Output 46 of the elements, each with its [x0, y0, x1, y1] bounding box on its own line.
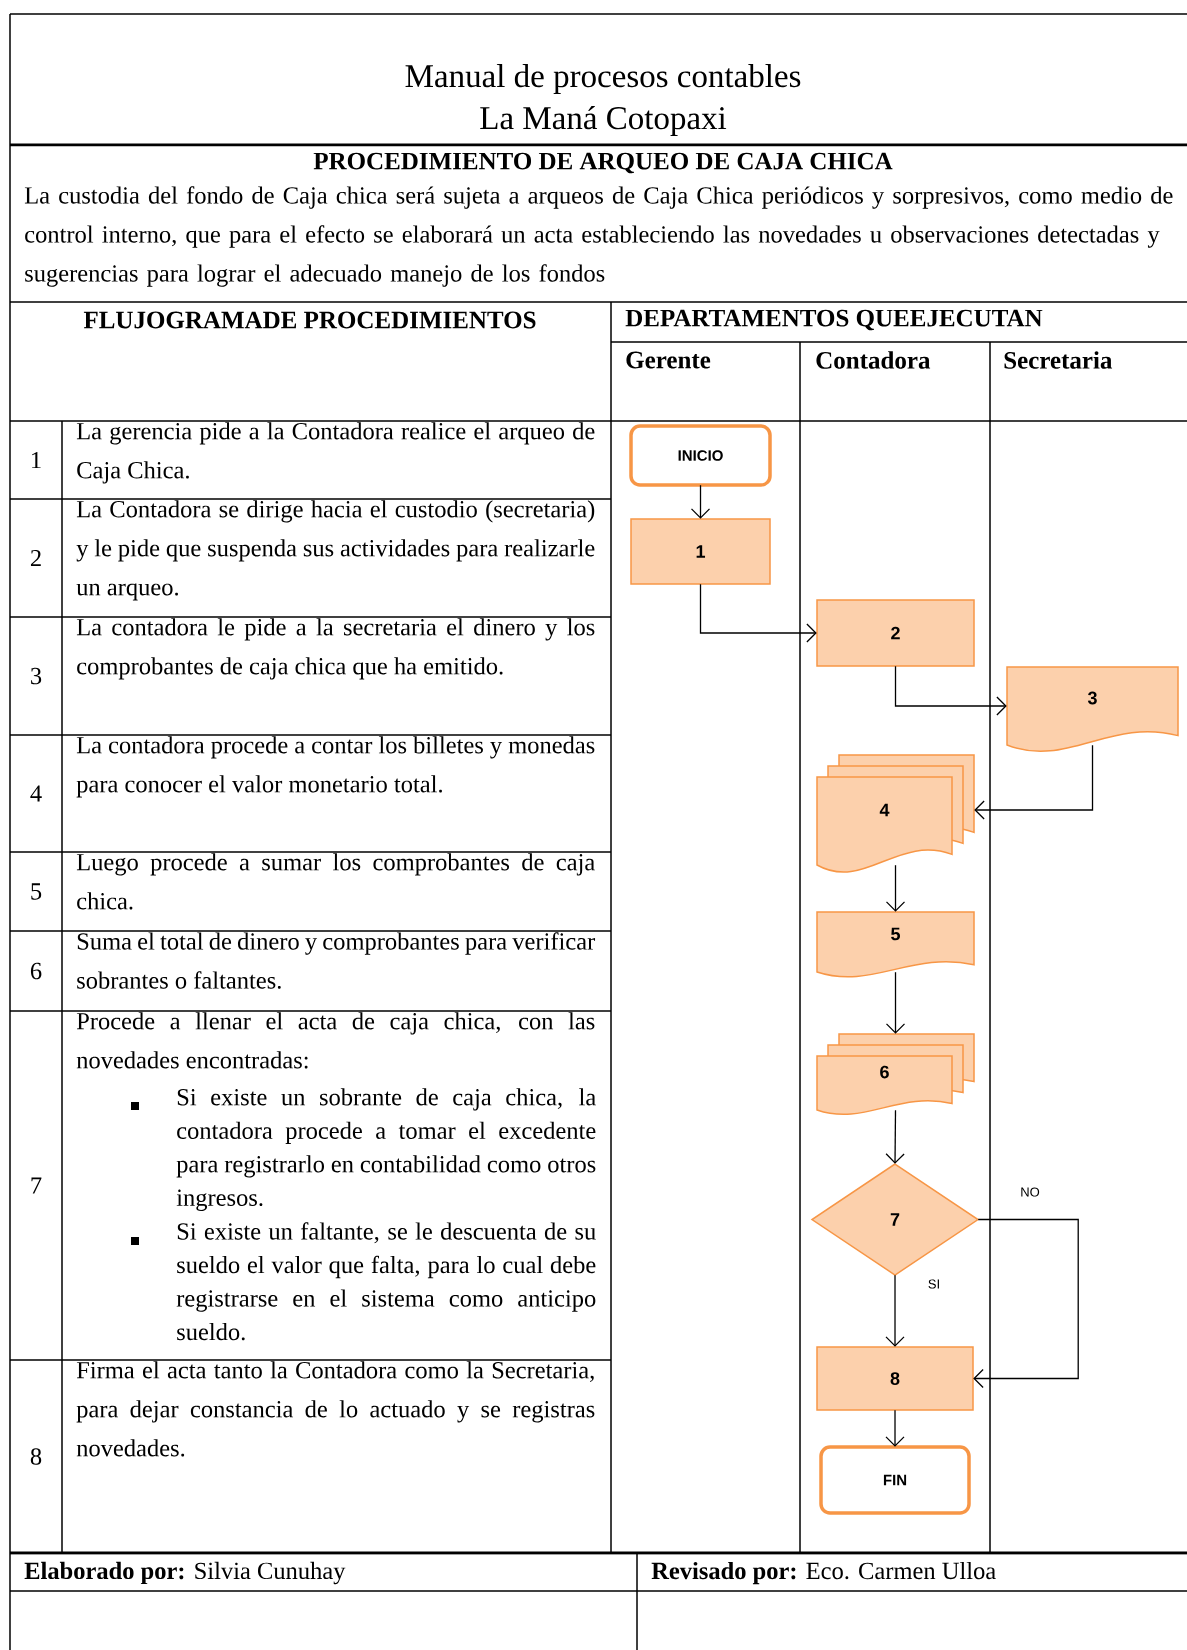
terminal-box: FIN [819, 1445, 971, 1515]
step-text: Procede a llenar el acta de caja chica, con las novedades encontradas: [76, 1012, 595, 1069]
footer-text: Revisado por: Eco. Carmen Ulloa [651, 1561, 996, 1585]
process-box: 1 [630, 518, 771, 585]
process-box: 2 [816, 599, 975, 667]
bullet-text: Si existe un sobrante de caja chica, la contadora procede a tomar el excedente para registrarlo en contabilidad como otros ingresos. [176, 1088, 596, 1211]
step-text: La Contadora se dirige hacia el custodio (secretaria) y le pide que suspenda sus actividades para realizarle un arqueo. [76, 500, 595, 601]
header-subtitle: La Maná Cotopaxi [480, 106, 727, 136]
bullet-text: Si existe un faltante, se le descuenta de su sueldo el valor que falta, para lo cual debe registrarse en el sistema como anticipo sueldo. [176, 1222, 596, 1341]
header-title: Manual de procesos contables [405, 64, 801, 94]
arrow [699, 583, 817, 643]
step-text: Luego procede a sumar los comprobantes de caja chica. [76, 853, 595, 910]
step-text: La contadora le pide a la secretaria el dinero y los comprobantes de caja chica que ha emitido. [76, 618, 595, 680]
arrow [973, 1218, 1079, 1389]
step-number: 2 [30, 549, 41, 567]
footer-text: Elaborado por: Silvia Cunuhay [24, 1561, 346, 1585]
lane-heading: Contadora [816, 351, 931, 369]
arrow [974, 744, 1094, 820]
arrow [885, 1109, 905, 1164]
edge-label: NO [1018, 1185, 1042, 1199]
step-text: La contadora procede a contar los billetes y monedas para conocer el valor monetario total. [76, 736, 595, 798]
column-heading: DEPARTAMENTOS QUEEJECUTAN [625, 309, 1043, 331]
step-number: 1 [32, 451, 41, 469]
step-number: 5 [31, 883, 42, 900]
arrow [894, 665, 1007, 716]
step-number: 6 [30, 962, 42, 980]
column-heading: FLUJOGRAMADE PROCEDIMIENTOS [83, 311, 536, 329]
lane-heading: Secretaria [1004, 351, 1113, 369]
step-number: 7 [31, 1177, 42, 1194]
step-text: La gerencia pide a la Contadora realice el arqueo de Caja Chica. [76, 422, 595, 484]
section-heading: PROCEDIMIENTO DE ARQUEO DE CAJA CHICA [313, 152, 893, 174]
terminal-box: INICIO [629, 424, 772, 487]
step-text: Firma el acta tanto la Contadora como la Secretaria, para dejar constancia de lo actuado y se registras novedades. [76, 1361, 595, 1457]
step-number: 4 [30, 785, 42, 802]
step-number: 8 [30, 1448, 42, 1465]
description-text: La custodia del fondo de Caja chica será sujeta a arqueos de Caja Chica periódicos y sorpresivos, como medio de control interno, que para el efecto se elaborará un acta estableciendo las novedades u observaciones detectadas y sugerencias para lograr el adecuado manejo de los fondos [24, 186, 1173, 287]
process-box: 8 [816, 1346, 974, 1411]
arrow [885, 864, 906, 912]
lane-heading: Gerente [626, 351, 711, 369]
arrow [885, 971, 906, 1034]
arrow [885, 1409, 905, 1447]
edge-label: SI [925, 1277, 943, 1291]
arrow [690, 484, 711, 519]
step-number: 3 [31, 667, 42, 685]
step-text: Suma el total de dinero y comprobantes para verificar sobrantes o faltantes. [77, 932, 596, 989]
arrow [885, 1274, 905, 1347]
